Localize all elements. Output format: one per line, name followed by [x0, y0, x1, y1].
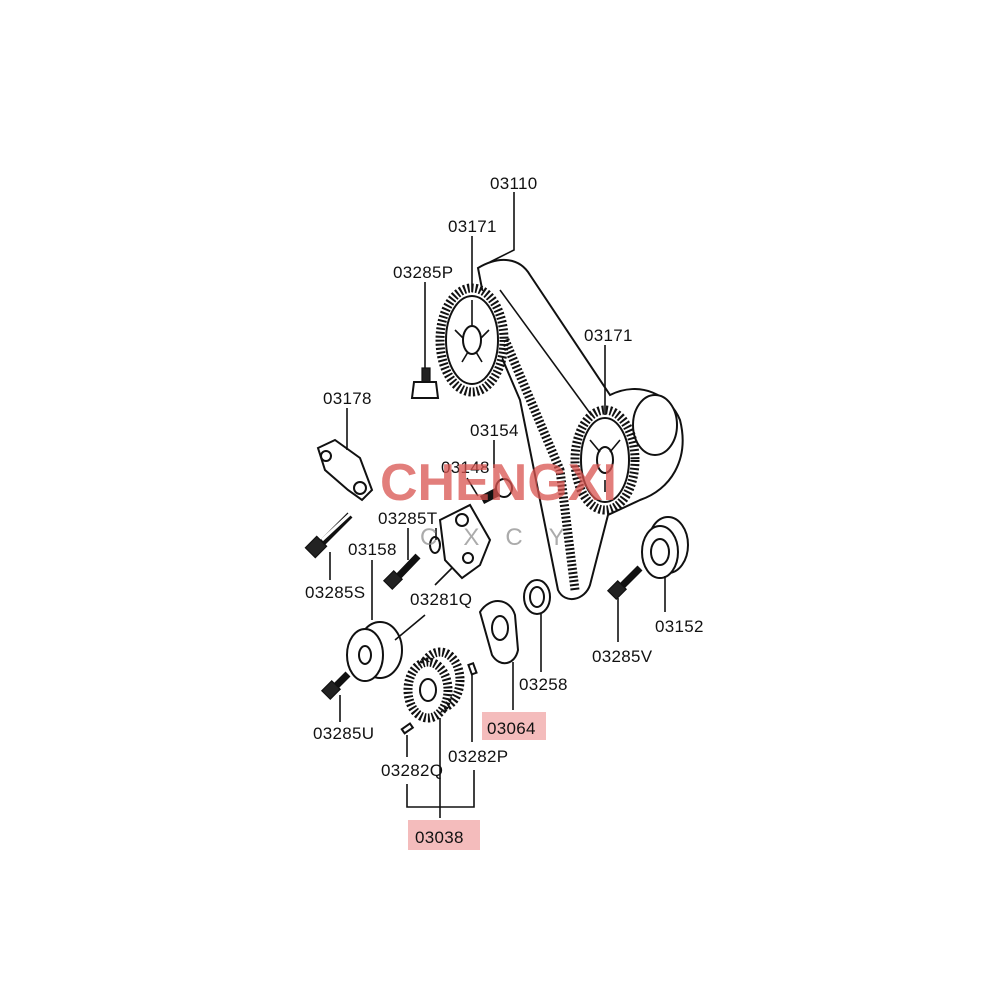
- label-03110: 03110: [490, 174, 538, 193]
- label-03158: 03158: [348, 540, 397, 559]
- label-03285T: 03285T: [378, 509, 437, 528]
- timing-belt: [476, 258, 684, 600]
- label-03285V: 03285V: [592, 647, 653, 666]
- label-03178: 03178: [323, 389, 372, 408]
- label-03171-lower: 03171: [584, 326, 633, 345]
- leader-lines: [329, 192, 666, 818]
- washer-03285T: [429, 536, 441, 554]
- crank-sprocket-03038: [403, 647, 465, 723]
- bolt-03158: [382, 553, 421, 591]
- label-03285U: 03285U: [313, 724, 374, 743]
- highlight-03064: [482, 712, 546, 740]
- idler-pulley-03281Q: [346, 621, 403, 682]
- seal-03258: [523, 579, 551, 615]
- bolt-03285V: [606, 565, 643, 601]
- highlight-03038: [408, 820, 480, 850]
- bolt-03148: [479, 478, 513, 504]
- label-03282P: 03282P: [448, 747, 508, 766]
- watermark-brand: CHENGXI: [380, 454, 617, 512]
- label-03281Q: 03281Q: [410, 590, 472, 609]
- key-03282P: [467, 661, 478, 676]
- cam-sprocket-upper: [435, 283, 509, 397]
- label-03282Q: 03282Q: [381, 761, 443, 780]
- bearing-03152: [641, 516, 689, 579]
- label-03285P: 03285P: [393, 263, 453, 282]
- label-03148: 03148: [441, 458, 490, 477]
- tensioner-arm-03178: [316, 438, 374, 502]
- bolt-03285U: [320, 671, 351, 701]
- label-03152: 03152: [655, 617, 704, 636]
- label-03154: 03154: [470, 421, 519, 440]
- cam-sprocket-lower: [570, 394, 678, 515]
- bolt-03285P: [410, 367, 440, 399]
- label-03038: 03038: [415, 828, 464, 847]
- label-03285S: 03285S: [305, 583, 365, 602]
- watermark-sub: CXCY: [420, 524, 591, 551]
- flange-03064: [478, 600, 520, 665]
- bolt-03285S: [304, 512, 353, 559]
- tensioner-bracket-03154: [438, 503, 492, 580]
- label-03171-upper: 03171: [448, 217, 497, 236]
- key-03282Q: [400, 722, 415, 735]
- label-03258: 03258: [519, 675, 568, 694]
- label-03064: 03064: [487, 719, 536, 738]
